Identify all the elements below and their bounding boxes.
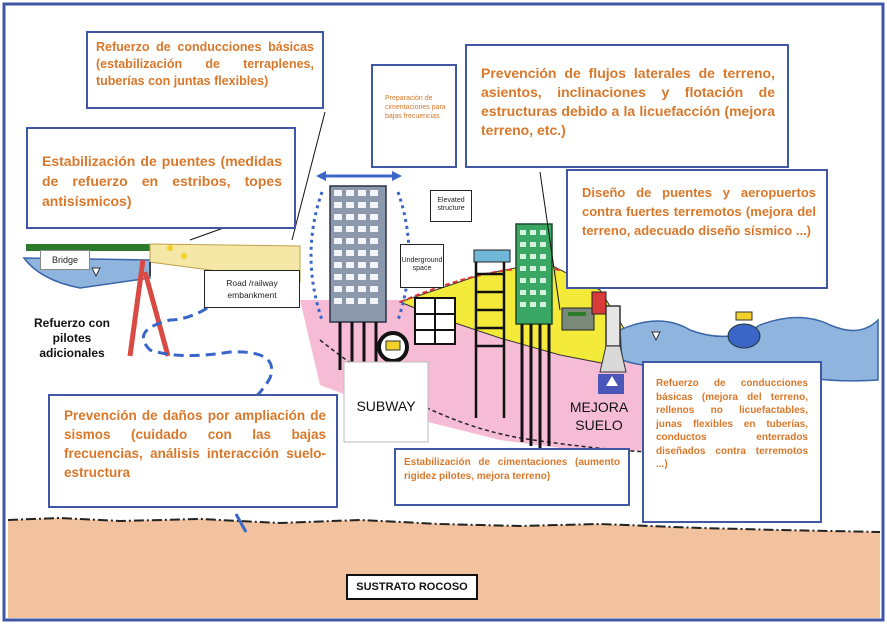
callout-bridges-airports-design: Diseño de puentes y aeropuertos contra f… — [566, 169, 828, 289]
elevated-label-box: Elevated structure — [430, 190, 472, 222]
liquefaction-line — [399, 267, 561, 303]
pile-reinforcement-text: Refuerzo con pilotes adicionales — [33, 316, 110, 360]
subway-box — [343, 361, 429, 443]
leader-line — [291, 111, 326, 241]
green-building-piles — [520, 324, 551, 448]
left-water-level-marker — [91, 267, 101, 278]
seismic-wave-tail — [234, 513, 248, 533]
green-building-windows — [520, 230, 546, 307]
callout-foundation-stabilization: Estabilización de cimentaciones (aumento… — [394, 448, 630, 506]
green-building — [515, 223, 553, 325]
callout-text: Prevención de flujos laterales de terren… — [481, 65, 775, 138]
bridge-label-box: Bridge — [40, 250, 90, 270]
elevated-label: Elevated structure — [437, 197, 465, 213]
sway-arrow-right-head — [392, 171, 402, 181]
ship-hull — [727, 323, 761, 349]
callout-liquefaction-prevention: Prevención de flujos laterales de terren… — [465, 44, 789, 168]
callout-text: Diseño de puentes y aeropuertos contra f… — [582, 185, 816, 238]
soil-improvement-label: MEJORA SUELO — [562, 398, 636, 434]
quay-footing — [599, 345, 627, 373]
road-label: Road /railway embankment — [226, 278, 278, 300]
pile-reinforcement-label: Refuerzo con pilotes adicionales — [22, 316, 122, 361]
quay-crane-base — [568, 312, 586, 316]
leader-line — [539, 171, 561, 311]
ship-cargo — [735, 311, 753, 321]
underground-label-box: Underground space — [400, 244, 444, 288]
subway-train — [385, 340, 401, 351]
right-water-level-marker — [651, 331, 661, 342]
sway-arrow-left-head — [316, 171, 326, 181]
callout-text: Estabilización de cimentaciones (aumento… — [404, 457, 620, 482]
abutment-marker — [167, 245, 173, 251]
tall-building-windows — [334, 190, 378, 304]
callout-text: Refuerzo de conducciones básicas (mejora… — [656, 378, 808, 470]
bedrock-label-box: SUSTRATO ROCOSO — [346, 574, 478, 600]
bridge-label: Bridge — [51, 255, 78, 265]
abutment-marker — [181, 253, 187, 259]
subway-text: SUBWAY — [356, 398, 416, 414]
road-label-box: Road /railway embankment — [204, 270, 300, 308]
callout-seismic-amplification: Prevención de daños por ampliación de si… — [48, 394, 338, 508]
soil-improvement-text: MEJORA SUELO — [569, 399, 629, 433]
soil-improvement-arrow — [606, 376, 618, 386]
quay-wall — [605, 305, 621, 347]
seismic-wave-path — [141, 278, 273, 412]
red-container — [591, 291, 607, 315]
subway-label: SUBWAY — [344, 398, 428, 414]
red-pile — [142, 271, 171, 357]
bridge-deck — [26, 244, 158, 251]
callout-reinforce-conduits-right: Refuerzo de conducciones básicas (mejora… — [642, 361, 822, 523]
callout-text: Preparación de cimentaciones para bajas … — [385, 95, 446, 120]
elevated-train — [473, 249, 511, 263]
red-pile — [127, 259, 146, 357]
bedrock-layer — [8, 518, 880, 618]
callout-bridge-stabilization: Estabilización de puentes (medidas de re… — [26, 127, 296, 229]
callout-reinforce-conduits-top: Refuerzo de conducciones básicas (estabi… — [86, 31, 324, 109]
callout-text: Refuerzo de conducciones básicas (estabi… — [96, 40, 314, 88]
elevated-structure — [474, 262, 506, 418]
callout-text: Estabilización de puentes (medidas de re… — [42, 153, 282, 209]
bedrock-label: SUSTRATO ROCOSO — [356, 581, 468, 593]
callout-foundation-preparation: Preparación de cimentaciones para bajas … — [371, 64, 457, 168]
callout-text: Prevención de daños por ampliación de si… — [64, 408, 326, 480]
underground-label: Underground space — [401, 257, 443, 273]
bedrock-boundary — [7, 516, 881, 533]
building-sway-left — [309, 191, 324, 321]
quay-block — [561, 307, 595, 331]
